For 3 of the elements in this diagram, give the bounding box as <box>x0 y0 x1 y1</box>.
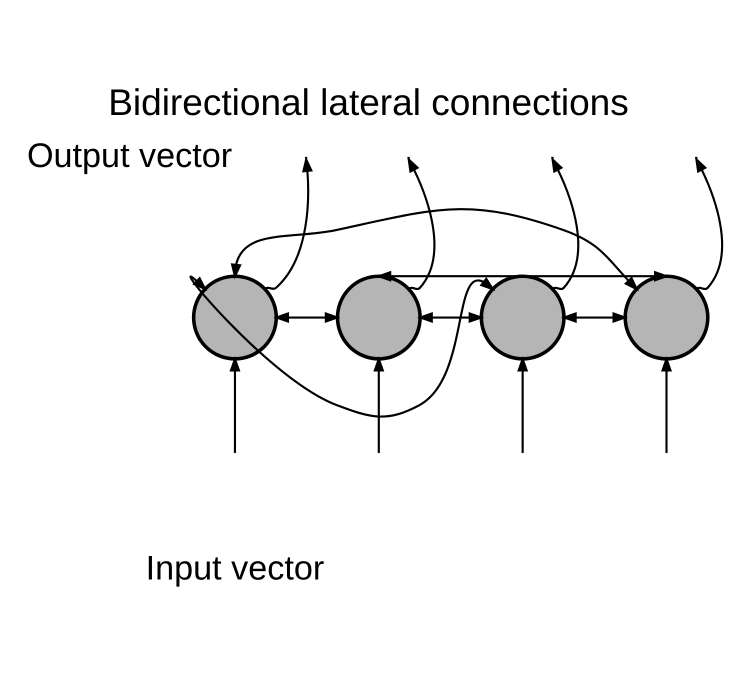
label: Input vector <box>146 549 324 588</box>
diagram-title: Bidirectional lateral connections <box>108 81 629 124</box>
label: Output vector <box>26 136 232 175</box>
